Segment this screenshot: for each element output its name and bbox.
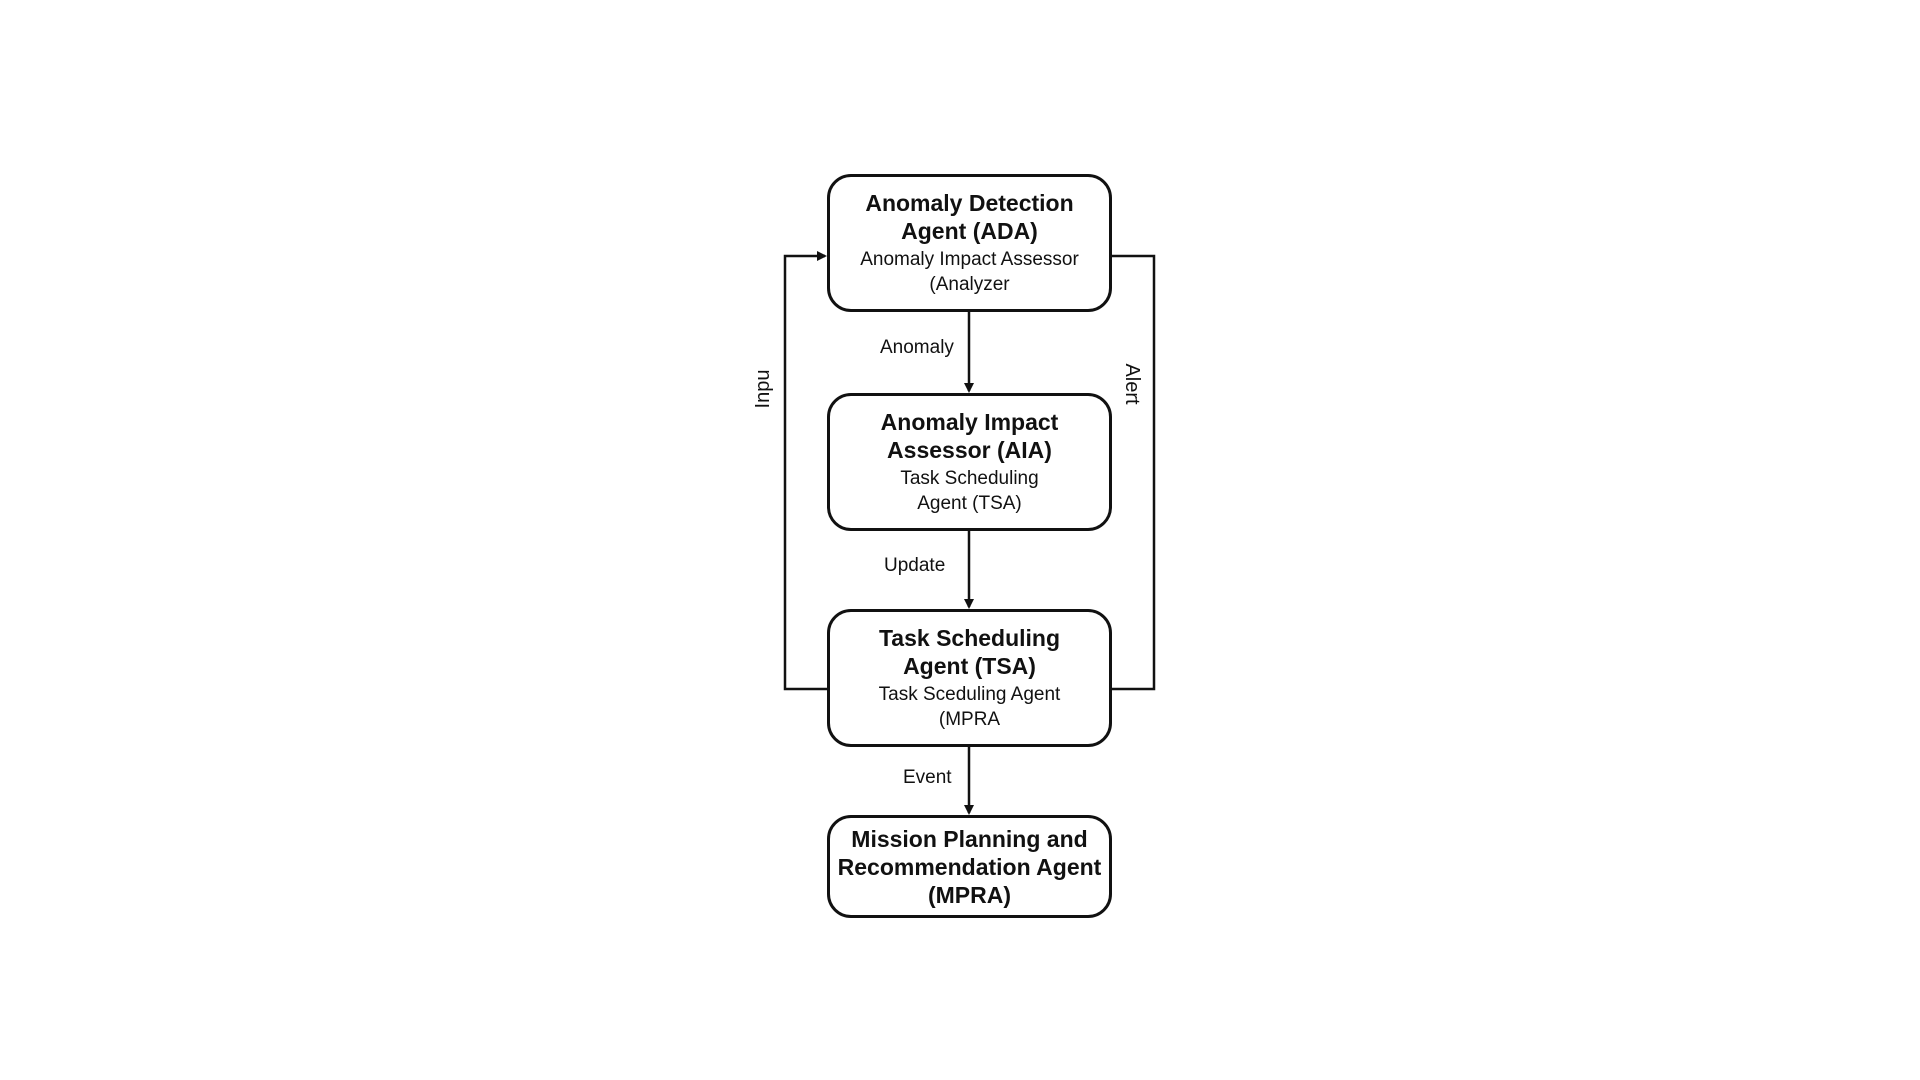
node-subtitle: Task Scheduling Agent (TSA) [900,468,1039,514]
node-title: Anomaly Detection Agent (ADA) [865,190,1074,244]
connector-alert [1112,254,1156,691]
node-anomaly-detection-agent: Anomaly Detection Agent (ADA) Anomaly Im… [827,174,1112,312]
node-anomaly-impact-assessor: Anomaly Impact Assessor (AIA) Task Sched… [827,393,1112,531]
node-title: Mission Planning and Recommendation Agen… [837,825,1102,908]
node-subtitle: Task Sceduling Agent (MPRA [878,684,1061,730]
connector-feedback-input [783,251,827,691]
node-mission-planning-agent: Mission Planning and Recommendation Agen… [827,815,1112,918]
node-title: Task Scheduling Agent (TSA) [878,625,1061,679]
node-subtitle: Anomaly Impact Assessor (Analyzer [860,249,1079,295]
node-task-scheduling-agent: Task Scheduling Agent (TSA) Task Sceduli… [827,609,1112,747]
edge-label-event: Event [903,767,952,788]
node-title: Anomaly Impact Assessor (AIA) [880,409,1059,463]
edge-label-update: Update [884,555,946,576]
edge-label-input: Inpu [752,369,774,409]
edge-label-anomaly: Anomaly [880,337,954,358]
edge-label-alert: Alert [1121,363,1143,405]
